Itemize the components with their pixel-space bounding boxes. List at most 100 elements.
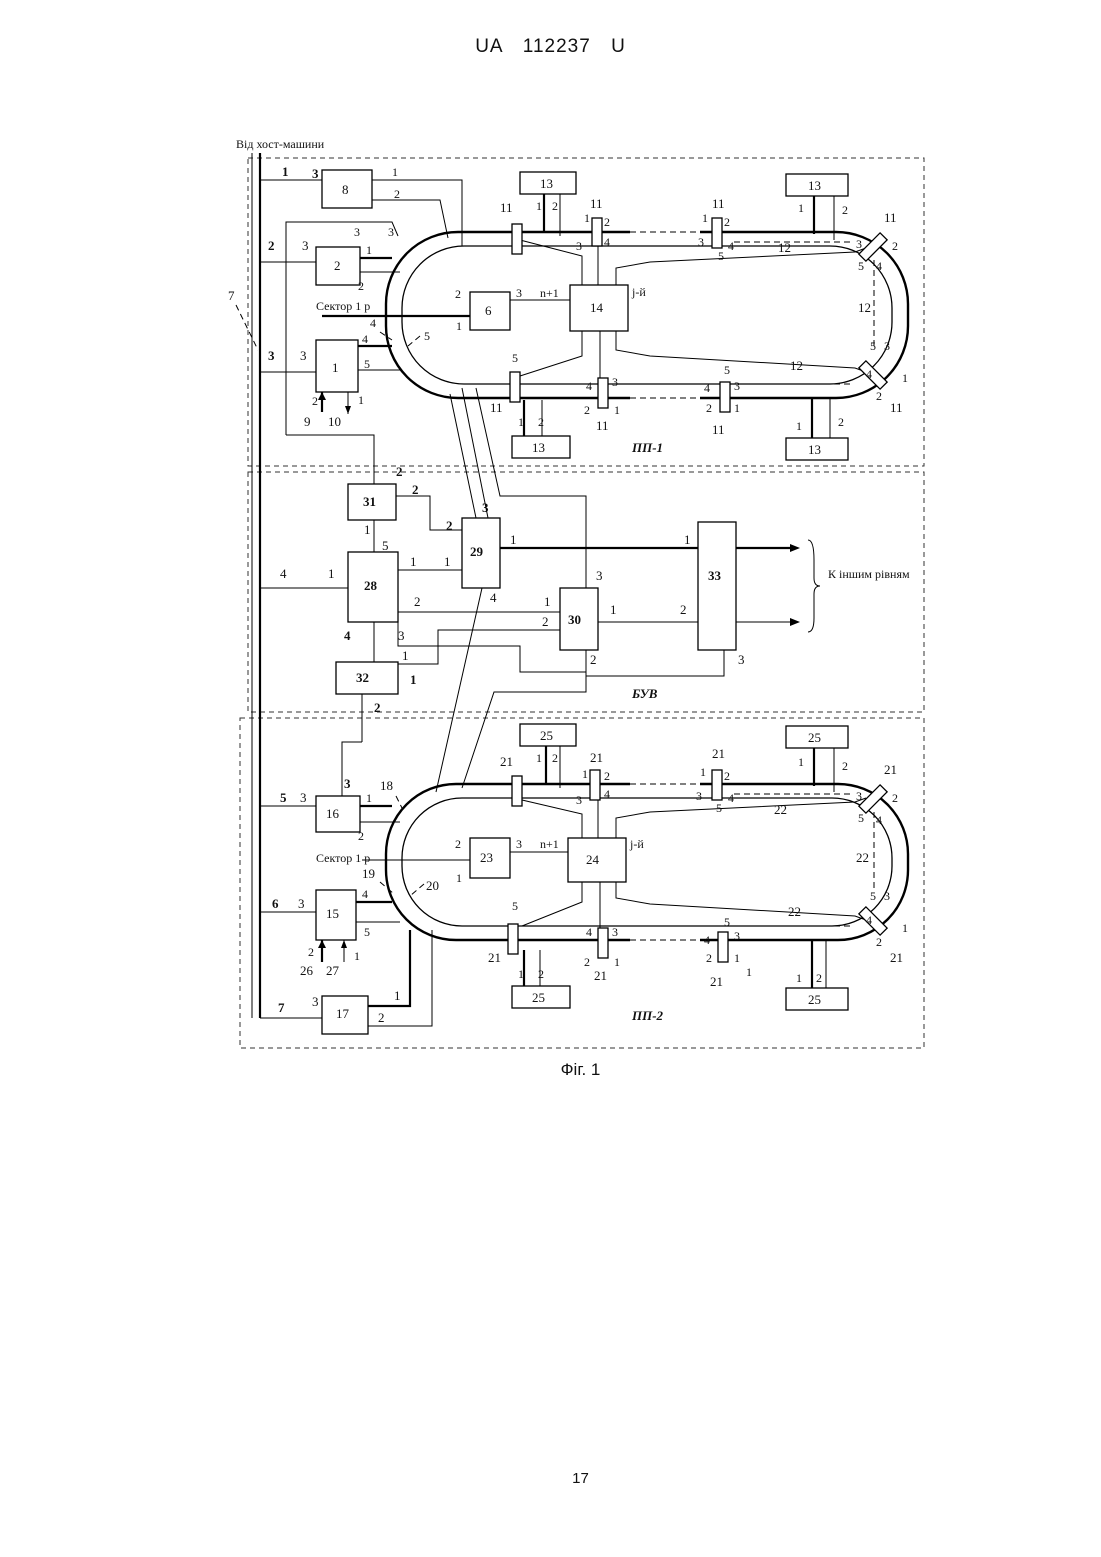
svg-text:17: 17	[336, 1006, 350, 1021]
svg-text:21: 21	[710, 974, 723, 989]
svg-text:2: 2	[312, 394, 318, 408]
svg-text:2: 2	[816, 971, 822, 985]
node-21-e	[598, 928, 608, 958]
svg-text:1: 1	[584, 211, 590, 225]
svg-text:13: 13	[540, 176, 553, 191]
node-21-f	[718, 932, 728, 962]
svg-text:3: 3	[268, 348, 275, 363]
svg-text:16: 16	[326, 806, 340, 821]
svg-text:1: 1	[510, 532, 517, 547]
svg-text:2: 2	[876, 389, 882, 403]
svg-text:23: 23	[480, 850, 493, 865]
svg-text:5: 5	[870, 889, 876, 903]
svg-text:1: 1	[394, 988, 401, 1003]
svg-text:3: 3	[298, 896, 305, 911]
svg-text:5: 5	[364, 357, 370, 371]
svg-text:2: 2	[706, 401, 712, 415]
node-21-d	[508, 924, 518, 954]
svg-text:2: 2	[308, 945, 314, 959]
svg-text:3: 3	[344, 776, 351, 791]
svg-text:1: 1	[614, 955, 620, 969]
svg-text:4: 4	[704, 933, 710, 947]
svg-text:3: 3	[516, 286, 522, 300]
svg-text:2: 2	[378, 1010, 385, 1025]
svg-text:1: 1	[798, 755, 804, 769]
svg-text:4: 4	[586, 379, 592, 393]
svg-text:24: 24	[586, 852, 600, 867]
svg-text:5: 5	[512, 899, 518, 913]
svg-text:4: 4	[728, 791, 734, 805]
svg-text:11: 11	[500, 200, 513, 215]
svg-text:5: 5	[280, 790, 287, 805]
svg-text:1: 1	[410, 672, 417, 687]
svg-text:13: 13	[808, 442, 821, 457]
svg-text:2: 2	[842, 203, 848, 217]
section-label-pp2: ПП-2	[631, 1008, 664, 1023]
svg-text:2: 2	[604, 215, 610, 229]
svg-text:30: 30	[568, 612, 581, 627]
svg-text:1: 1	[518, 967, 524, 981]
svg-text:3: 3	[738, 652, 745, 667]
node-21-b	[590, 770, 600, 800]
bus-label: 7	[228, 288, 235, 303]
svg-text:33: 33	[708, 568, 722, 583]
svg-text:3: 3	[698, 235, 704, 249]
svg-text:20: 20	[426, 878, 439, 893]
svg-text:1: 1	[614, 403, 620, 417]
svg-text:22: 22	[774, 802, 787, 817]
svg-text:5: 5	[858, 811, 864, 825]
svg-text:3: 3	[856, 789, 862, 803]
svg-text:11: 11	[490, 400, 503, 415]
svg-text:1: 1	[610, 602, 617, 617]
svg-text:2: 2	[358, 279, 364, 293]
svg-text:3: 3	[734, 379, 740, 393]
svg-text:3: 3	[312, 166, 319, 181]
svg-text:1: 1	[700, 765, 706, 779]
svg-text:2: 2	[892, 791, 898, 805]
svg-text:18: 18	[380, 778, 393, 793]
svg-text:2: 2	[414, 594, 421, 609]
svg-text:4: 4	[344, 628, 351, 643]
svg-text:4: 4	[370, 316, 376, 330]
svg-text:2: 2	[455, 837, 461, 851]
svg-text:21: 21	[594, 968, 607, 983]
svg-text:15: 15	[326, 906, 339, 921]
svg-text:1: 1	[456, 871, 462, 885]
svg-text:3: 3	[576, 239, 582, 253]
svg-text:5: 5	[424, 329, 430, 343]
svg-text:4: 4	[280, 566, 287, 581]
svg-text:1: 1	[332, 360, 339, 375]
svg-text:j-й: j-й	[631, 285, 646, 299]
svg-text:3: 3	[302, 238, 309, 253]
svg-text:7: 7	[278, 1000, 285, 1015]
svg-text:2: 2	[842, 759, 848, 773]
svg-text:n+1: n+1	[540, 837, 559, 851]
svg-text:4: 4	[728, 239, 734, 253]
svg-text:13: 13	[808, 178, 821, 193]
svg-text:32: 32	[356, 670, 369, 685]
ring-pp2-outer	[386, 784, 908, 940]
svg-text:1: 1	[358, 393, 364, 407]
svg-text:2: 2	[552, 199, 558, 213]
svg-text:3: 3	[300, 790, 307, 805]
node-11-d	[510, 372, 520, 402]
svg-text:3: 3	[884, 339, 890, 353]
svg-text:22: 22	[856, 850, 869, 865]
svg-text:1: 1	[444, 554, 451, 569]
svg-text:1: 1	[328, 566, 335, 581]
svg-text:1: 1	[902, 921, 908, 935]
svg-text:28: 28	[364, 578, 378, 593]
svg-text:1: 1	[518, 415, 524, 429]
svg-text:4: 4	[586, 925, 592, 939]
svg-text:25: 25	[532, 990, 545, 1005]
figure-caption: Фіг. 1	[0, 1060, 1101, 1080]
svg-text:1: 1	[902, 371, 908, 385]
svg-text:1: 1	[798, 201, 804, 215]
svg-text:1: 1	[410, 554, 417, 569]
svg-text:21: 21	[488, 950, 501, 965]
svg-text:2: 2	[590, 652, 597, 667]
svg-text:3: 3	[398, 628, 405, 643]
svg-text:11: 11	[590, 196, 603, 211]
svg-text:2: 2	[724, 215, 730, 229]
svg-text:2: 2	[604, 769, 610, 783]
